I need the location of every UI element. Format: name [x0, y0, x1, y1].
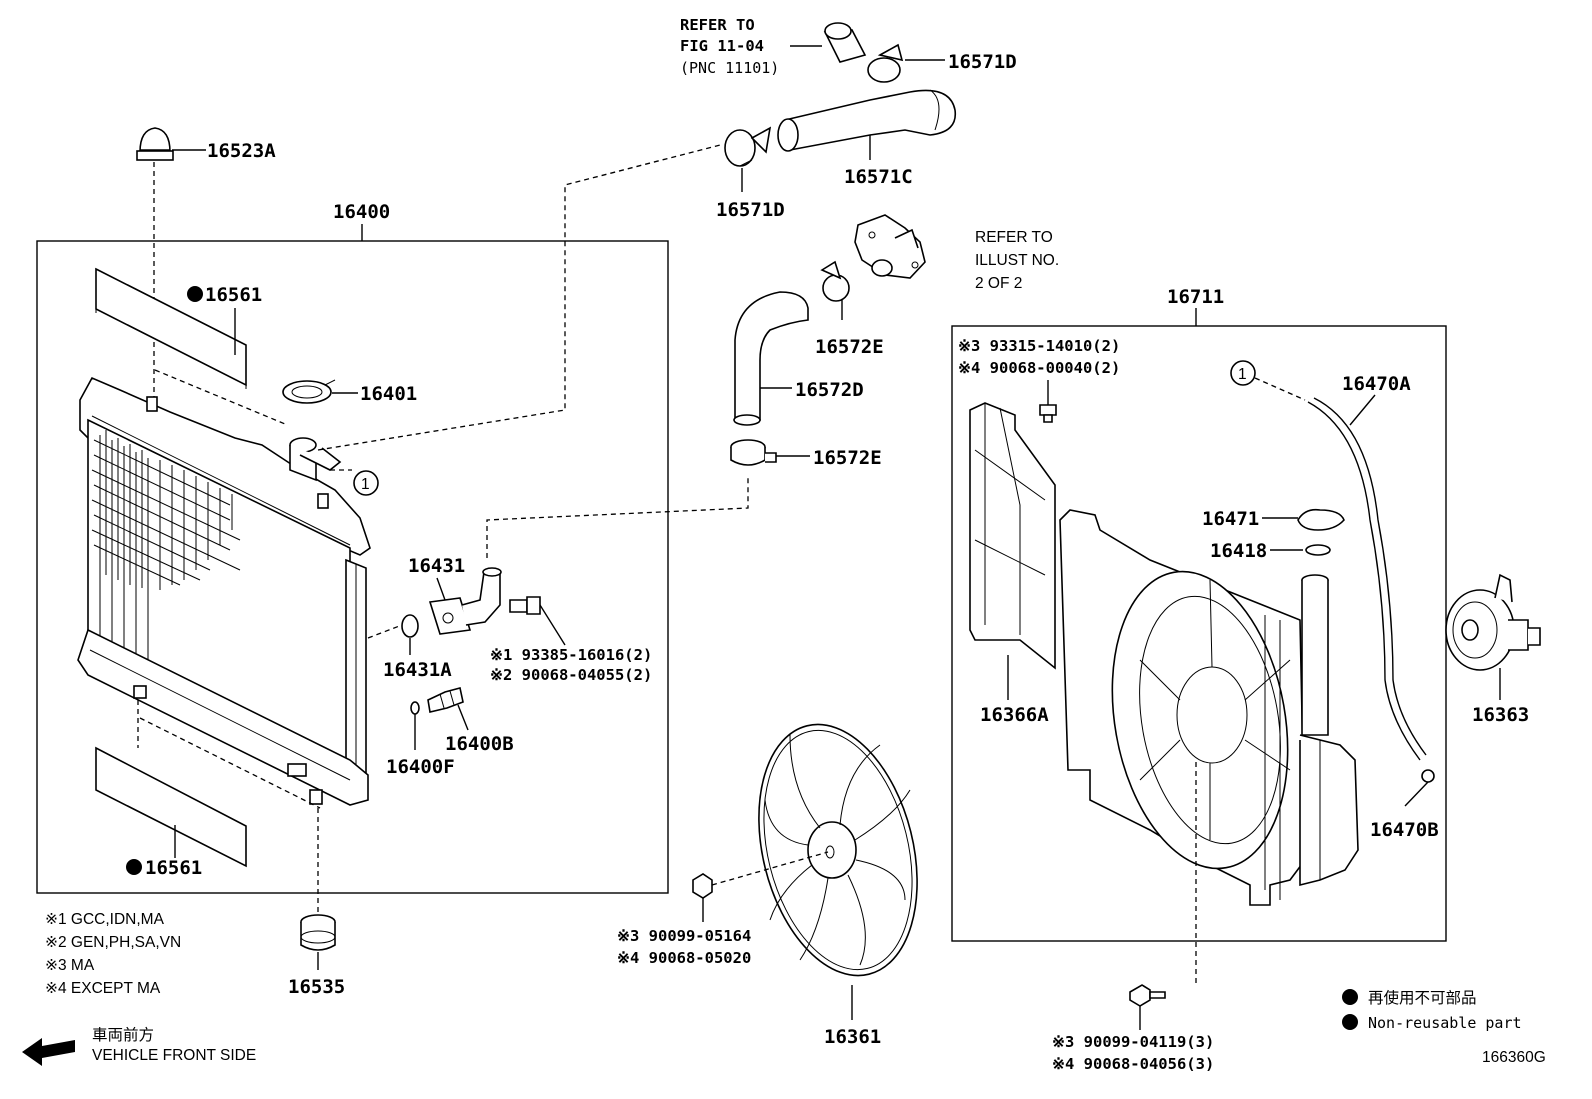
nut-90099: [692, 873, 713, 899]
bolt-93315: [1039, 404, 1057, 423]
clip-16470B: [1404, 769, 1435, 807]
radiator-assembly-box: [36, 240, 669, 894]
svg-text:1: 1: [1238, 366, 1247, 383]
label-16523A: 16523A: [207, 140, 276, 162]
radiator-core: [77, 376, 371, 806]
fan-shroud-16711: [1059, 509, 1306, 906]
label-16366A: 16366A: [980, 704, 1049, 726]
label-16561-top: 16561: [205, 284, 262, 306]
radiator-cap-16523A: [136, 127, 174, 161]
bolt-note-2: ※2 90068-04055(2): [490, 666, 652, 684]
label-16431: 16431: [408, 555, 465, 577]
refer-illust-line2: ILLUST NO.: [975, 252, 1059, 269]
legend-jp: 再使用不可部品: [1368, 989, 1477, 1007]
label-16400: 16400: [333, 201, 390, 223]
bolt-93385: [509, 596, 541, 615]
hose-clamp-16571D-top: [867, 43, 904, 83]
hose-16571C: [777, 89, 957, 152]
legend-dot-2: [1342, 1014, 1358, 1030]
label-16572E-top: 16572E: [815, 336, 884, 358]
bolt-note-1: ※1 93385-16016(2): [490, 646, 652, 664]
o-ring-16418: [1305, 544, 1331, 556]
note-2: ※2 GEN,PH,SA,VN: [45, 934, 181, 951]
label-16571C: 16571C: [844, 166, 913, 188]
nut-note-4: ※4 90068-05020: [617, 949, 751, 967]
cushion-16535: [300, 914, 336, 951]
label-16572D: 16572D: [795, 379, 864, 401]
front-arrow-icon: [22, 1038, 75, 1066]
label-16571D-top: 16571D: [948, 51, 1017, 73]
label-16572E-bottom: 16572E: [813, 447, 882, 469]
non-reusable-dot: [126, 859, 142, 875]
label-16561-bottom: 16561: [145, 857, 202, 879]
gasket-16401: [282, 379, 336, 404]
label-16471: 16471: [1202, 508, 1259, 530]
screw-90099-04119: [1129, 984, 1166, 1007]
nut-note-3: ※3 90099-05164: [617, 927, 751, 945]
hose-end-connector: [823, 22, 867, 63]
hose-clamp-16571D-mid: [724, 126, 772, 167]
front-en: VEHICLE FRONT SIDE: [92, 1047, 256, 1064]
o-ring-16431A: [401, 614, 419, 638]
front-jp: 車両前方: [92, 1026, 154, 1044]
refer-illust-line3: 2 OF 2: [975, 275, 1022, 292]
svg-text:1: 1: [361, 476, 370, 493]
label-16431A: 16431A: [383, 659, 452, 681]
water-inlet-housing: [854, 214, 926, 279]
bolt-note-3: ※3 93315-14010(2): [958, 337, 1120, 355]
bolt-note-4: ※4 90068-00040(2): [958, 359, 1120, 377]
o-ring-16400F: [410, 701, 420, 715]
refer-illust-line1: REFER TO: [975, 229, 1053, 246]
legend-en: Non-reusable part: [1368, 1014, 1522, 1032]
seal-strip-16561-top: [95, 267, 247, 389]
hose-clamp-16572E-top: [820, 260, 850, 302]
screw-note-4: ※4 90068-04056(3): [1052, 1055, 1214, 1073]
label-16363: 16363: [1472, 704, 1529, 726]
label-16361: 16361: [824, 1026, 881, 1048]
note-3: ※3 MA: [45, 957, 95, 974]
overflow-hose-16470A: [1307, 397, 1427, 761]
reservoir-cap-16471: [1297, 508, 1345, 531]
callout-1-right: [1230, 360, 1256, 386]
label-16400F: 16400F: [386, 756, 455, 778]
label-16571D-mid: 16571D: [716, 199, 785, 221]
hose-16572D: [733, 291, 809, 426]
label-16400B: 16400B: [445, 733, 514, 755]
label-16711: 16711: [1167, 286, 1224, 308]
non-reusable-dot: [187, 286, 203, 302]
refer-fig-line1: REFER TO: [680, 16, 755, 34]
air-guide-16366A: [969, 402, 1056, 670]
callout-1-left: [353, 470, 379, 496]
seal-strip-16561-bottom: [95, 746, 247, 868]
refer-fig-line2: FIG 11-04: [680, 37, 764, 55]
note-4: ※4 EXCEPT MA: [45, 980, 161, 997]
label-16470A: 16470A: [1342, 373, 1411, 395]
refer-fig-line3: (PNC 11101): [680, 59, 779, 77]
drawing-id: 166360G: [1482, 1049, 1546, 1066]
fan-motor-16363: [1445, 573, 1541, 671]
drain-cock-16400B: [427, 687, 464, 713]
water-outlet-16431: [428, 567, 502, 635]
hose-clamp-16572E-bottom: [730, 439, 777, 466]
label-16418: 16418: [1210, 540, 1267, 562]
label-16535: 16535: [288, 976, 345, 998]
screw-note-3: ※3 90099-04119(3): [1052, 1033, 1214, 1051]
fan-blade-16361: [758, 723, 918, 977]
legend-dot-1: [1342, 989, 1358, 1005]
label-16470B: 16470B: [1370, 819, 1439, 841]
reservoir-tank: [1299, 574, 1359, 887]
label-16401: 16401: [360, 383, 417, 405]
note-1: ※1 GCC,IDN,MA: [45, 911, 165, 928]
